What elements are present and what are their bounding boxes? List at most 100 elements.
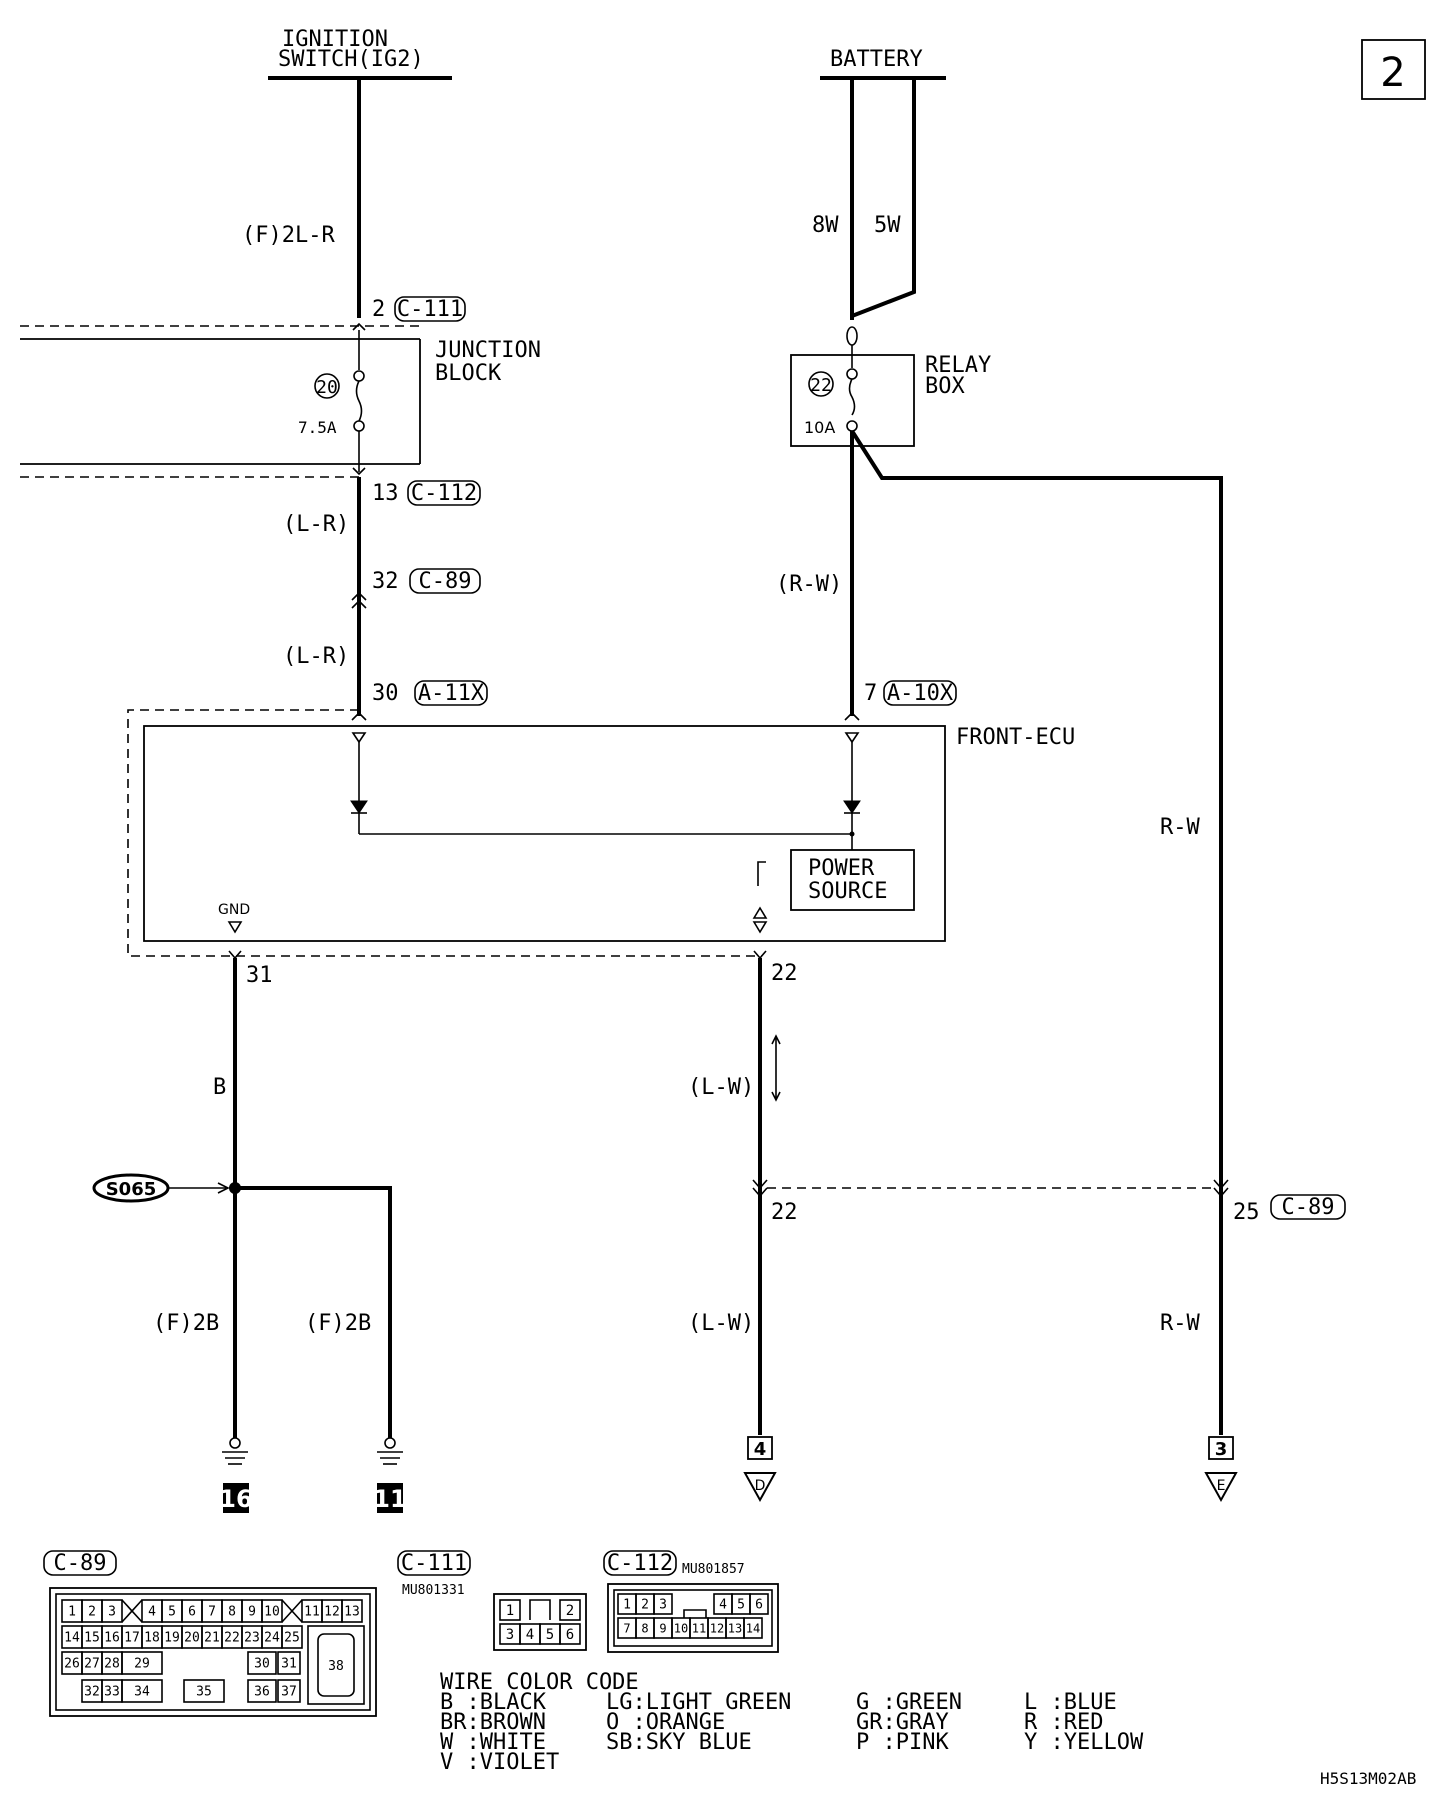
c89-pin-36: 36 (254, 1685, 270, 1700)
junction-label1: JUNCTION (435, 338, 541, 363)
wire-ground-branch (235, 1186, 392, 1440)
ground-16: 16 (219, 1437, 253, 1513)
wire-label-b: B (213, 1075, 226, 1100)
c89-pin-22: 22 (224, 1631, 240, 1646)
c112-pin-8: 8 (641, 1621, 648, 1635)
c111-pin1: 1 (506, 1603, 514, 1619)
c112-pin-6: 6 (755, 1598, 763, 1613)
legend-br: BR:BROWN (440, 1710, 546, 1735)
wire-color-legend: WIRE COLOR CODE B :BLACK BR:BROWN W :WHI… (440, 1670, 1144, 1775)
c89-pin-16: 16 (104, 1631, 120, 1646)
ground-16-label: 16 (219, 1485, 252, 1513)
output-d: 4 D (743, 1436, 777, 1503)
sig-c89-pin: 22 (771, 1200, 798, 1225)
c89-label: C-89 (419, 569, 472, 594)
wire-label-lw-lower: (L-W) (688, 1311, 754, 1336)
output-d-num: 4 (754, 1439, 767, 1460)
ignition-label-line1: IGNITION (282, 27, 388, 52)
relay-fuse-rating: 10A (804, 418, 835, 437)
power-source-line2: SOURCE (808, 879, 887, 904)
c89-pin-35: 35 (196, 1685, 212, 1700)
rw-c89-pin: 25 (1233, 1200, 1260, 1225)
c112-pin-7: 7 (623, 1621, 630, 1635)
wire-label-lw-upper: (L-W) (688, 1075, 754, 1100)
a10x-label: A-10X (887, 681, 954, 706)
c89-pin-38: 38 (328, 1659, 344, 1674)
c89-pin-26: 26 (64, 1657, 80, 1672)
diagram-code: H5S13M02AB (1320, 1769, 1416, 1788)
c89-pin-3: 3 (108, 1605, 116, 1620)
junction-block: JUNCTION BLOCK 20 7.5A (20, 325, 541, 478)
legend-sb: SB:SKY BLUE (606, 1730, 752, 1755)
c112-pin: 13 (372, 481, 399, 506)
c89-pin-9: 9 (248, 1605, 256, 1620)
ground-11-label: 11 (373, 1485, 406, 1513)
c89-pin-14: 14 (64, 1631, 80, 1646)
c89-pin-19: 19 (164, 1631, 180, 1646)
c112-pin-12: 12 (710, 1621, 724, 1635)
wire-label-lr-2: (L-R) (283, 644, 349, 669)
c112-pin-3: 3 (659, 1598, 667, 1613)
ecu-sig-pin: 22 (771, 961, 798, 986)
wire-label-f2lr: (F)2L-R (242, 223, 335, 248)
c89-pin-17: 17 (124, 1631, 140, 1646)
c89-pin: 32 (372, 569, 399, 594)
c112-pin-13: 13 (728, 1621, 742, 1635)
c89-pin-32: 32 (84, 1685, 100, 1700)
legend-l: L :BLUE (1024, 1690, 1117, 1715)
c111-pin: 2 (372, 297, 385, 322)
legend-y: Y :YELLOW (1024, 1730, 1144, 1755)
battery-label: BATTERY (830, 47, 923, 72)
c112-pin-5: 5 (737, 1598, 745, 1613)
cv-c112-part: MU801857 (682, 1562, 745, 1577)
c111-pin2: 2 (566, 1603, 574, 1619)
c89-pin-30: 30 (254, 1657, 270, 1672)
c111-pin6: 6 (566, 1627, 574, 1643)
c111-pin5: 5 (546, 1627, 554, 1643)
output-e-num: 3 (1215, 1439, 1228, 1460)
c112-pin-9: 9 (659, 1621, 666, 1635)
c89-pin-12: 12 (324, 1605, 340, 1620)
wire-label-f2b-left: (F)2B (153, 1311, 219, 1336)
c112-label: C-112 (411, 481, 477, 506)
relay-label2: BOX (925, 374, 965, 399)
c89-pin-28: 28 (104, 1657, 120, 1672)
cv-c112-name: C-112 (607, 1551, 673, 1576)
battery-wire-5w (851, 78, 916, 318)
cv-c89-name: C-89 (54, 1551, 107, 1576)
legend-r: R :RED (1024, 1710, 1103, 1735)
c89-pin-15: 15 (84, 1631, 100, 1646)
wire-label-rw-right: R-W (1160, 815, 1200, 840)
c112-pin-14: 14 (746, 1621, 760, 1635)
c111-pin4: 4 (526, 1627, 534, 1643)
legend-w: W :WHITE (440, 1730, 546, 1755)
splice-label: S065 (106, 1179, 157, 1200)
rw-c89-label: C-89 (1282, 1195, 1335, 1220)
relay-label1: RELAY (925, 353, 991, 378)
jb-fuse-no: 20 (316, 377, 338, 398)
output-e: 3 E (1204, 1436, 1238, 1503)
cv-c111-name: C-111 (401, 1551, 467, 1576)
c89-pin-7: 7 (208, 1605, 216, 1620)
c112-pin-10: 10 (674, 1621, 688, 1635)
c89-pin-10: 10 (264, 1605, 280, 1620)
c89-pin-18: 18 (144, 1631, 160, 1646)
a10x-pin: 7 (864, 681, 877, 706)
c111-label: C-111 (397, 297, 463, 322)
c112-pin-1: 1 (623, 1598, 631, 1613)
front-ecu: FRONT-ECU POWER SOURCE GND (127, 709, 1075, 957)
legend-title: WIRE COLOR CODE (440, 1670, 639, 1695)
wire-label-lr-1: (L-R) (283, 512, 349, 537)
ecu-name: FRONT-ECU (956, 725, 1075, 750)
legend-b: B :BLACK (440, 1690, 547, 1715)
c89-pin-31: 31 (281, 1657, 297, 1672)
cv-c111-part: MU801331 (402, 1583, 465, 1598)
c89-pin-5: 5 (168, 1605, 176, 1620)
legend-lg: LG:LIGHT GREEN (606, 1690, 791, 1715)
c112-pin-4: 4 (719, 1598, 727, 1613)
c89-pin-13: 13 (344, 1605, 360, 1620)
ecu-gnd-pin: 31 (246, 963, 273, 988)
wire-label-5w: 5W (874, 213, 901, 238)
